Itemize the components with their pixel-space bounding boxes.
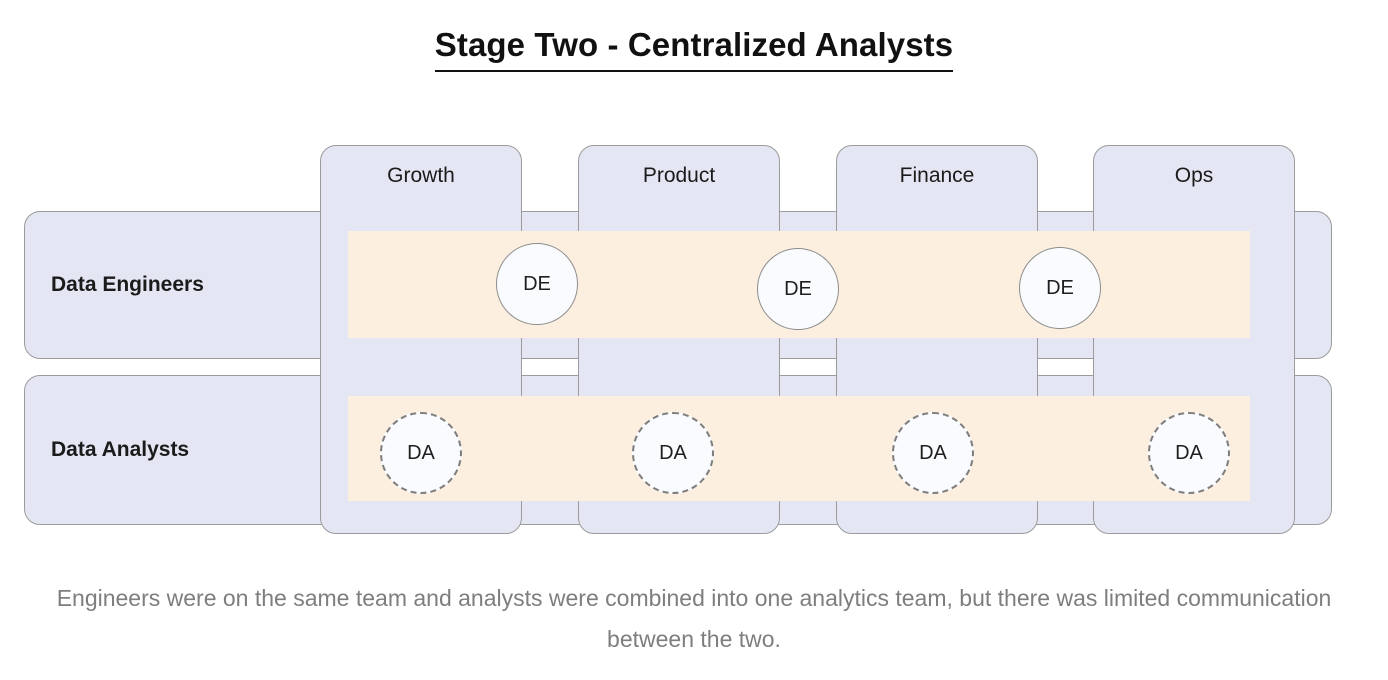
column-label-product: Product xyxy=(642,164,716,187)
node-de-finance: DE xyxy=(1019,247,1101,329)
diagram-caption: Engineers were on the same team and anal… xyxy=(56,585,1332,652)
column-ops: Ops xyxy=(1093,145,1295,534)
column-label-growth: Growth xyxy=(387,164,455,187)
highlight-band-data-analysts xyxy=(348,396,1250,501)
page-title: Stage Two - Centralized Analysts xyxy=(0,26,1388,72)
page-title-text: Stage Two - Centralized Analysts xyxy=(434,26,954,72)
row-label-data-engineers: Data Engineers xyxy=(51,273,204,296)
node-da-ops: DA xyxy=(1148,412,1230,494)
node-da-product: DA xyxy=(632,412,714,494)
node-de-growth: DE xyxy=(496,243,578,325)
node-da-finance: DA xyxy=(892,412,974,494)
node-da-growth: DA xyxy=(380,412,462,494)
column-label-finance: Finance xyxy=(899,164,975,187)
row-label-data-analysts: Data Analysts xyxy=(51,438,190,461)
node-de-product: DE xyxy=(757,248,839,330)
org-structure-diagram: Data Engineers Data Analysts Growth Prod… xyxy=(24,145,1332,534)
column-label-ops: Ops xyxy=(1174,164,1214,187)
